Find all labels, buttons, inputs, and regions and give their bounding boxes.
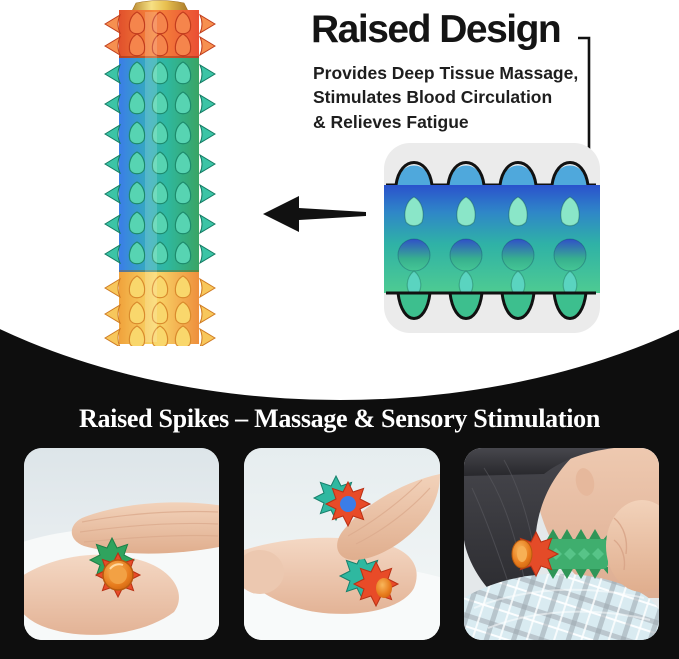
roller-bottom-segment (104, 272, 216, 346)
detail-bottom-spikes (396, 291, 588, 320)
detail-top-spikes (396, 165, 588, 185)
photo-card-wrist (244, 448, 440, 640)
hair (464, 448, 582, 620)
detail-spike-row-2 (397, 238, 587, 272)
roller-top-segment (104, 10, 216, 59)
roller-cap (130, 0, 190, 14)
left-arrow-icon (263, 196, 366, 232)
pressing-hand (337, 474, 440, 560)
roller-upper-blue-center (340, 496, 356, 512)
massage-roller-product-image (104, 0, 216, 346)
roller-on-neck (511, 529, 608, 579)
hero-subtitle: Provides Deep Tissue Massage, Stimulates… (313, 61, 611, 135)
photo-card-palms (24, 448, 219, 640)
palm-top-hand (71, 502, 219, 554)
roller-highlight (145, 12, 157, 342)
plaid-shirt-shoulder (464, 573, 659, 640)
subtitle-line: Provides Deep Tissue Massage, (313, 62, 579, 83)
photo-wrist-illustration (244, 448, 440, 640)
photo-palms-illustration (24, 448, 219, 640)
subtitle-line: & Relieves Fatigue (313, 111, 469, 132)
roller-middle-segment (104, 58, 216, 273)
subtitle-line: Stimulates Blood Circulation (313, 87, 553, 108)
hero-title: Raised Design (311, 8, 562, 51)
ear (575, 468, 595, 496)
roller-red-spikes (353, 561, 399, 607)
hero-text-block: Raised Design Provides Deep Tissue Massa… (311, 8, 611, 134)
photo-card-neck (464, 448, 659, 640)
fist (244, 550, 284, 594)
roller-orange-cap (376, 578, 392, 598)
band-heading: Raised Spikes – Massage & Sensory Stimul… (79, 404, 600, 433)
photo-neck-illustration (464, 448, 659, 640)
detail-inset-image (384, 143, 600, 333)
